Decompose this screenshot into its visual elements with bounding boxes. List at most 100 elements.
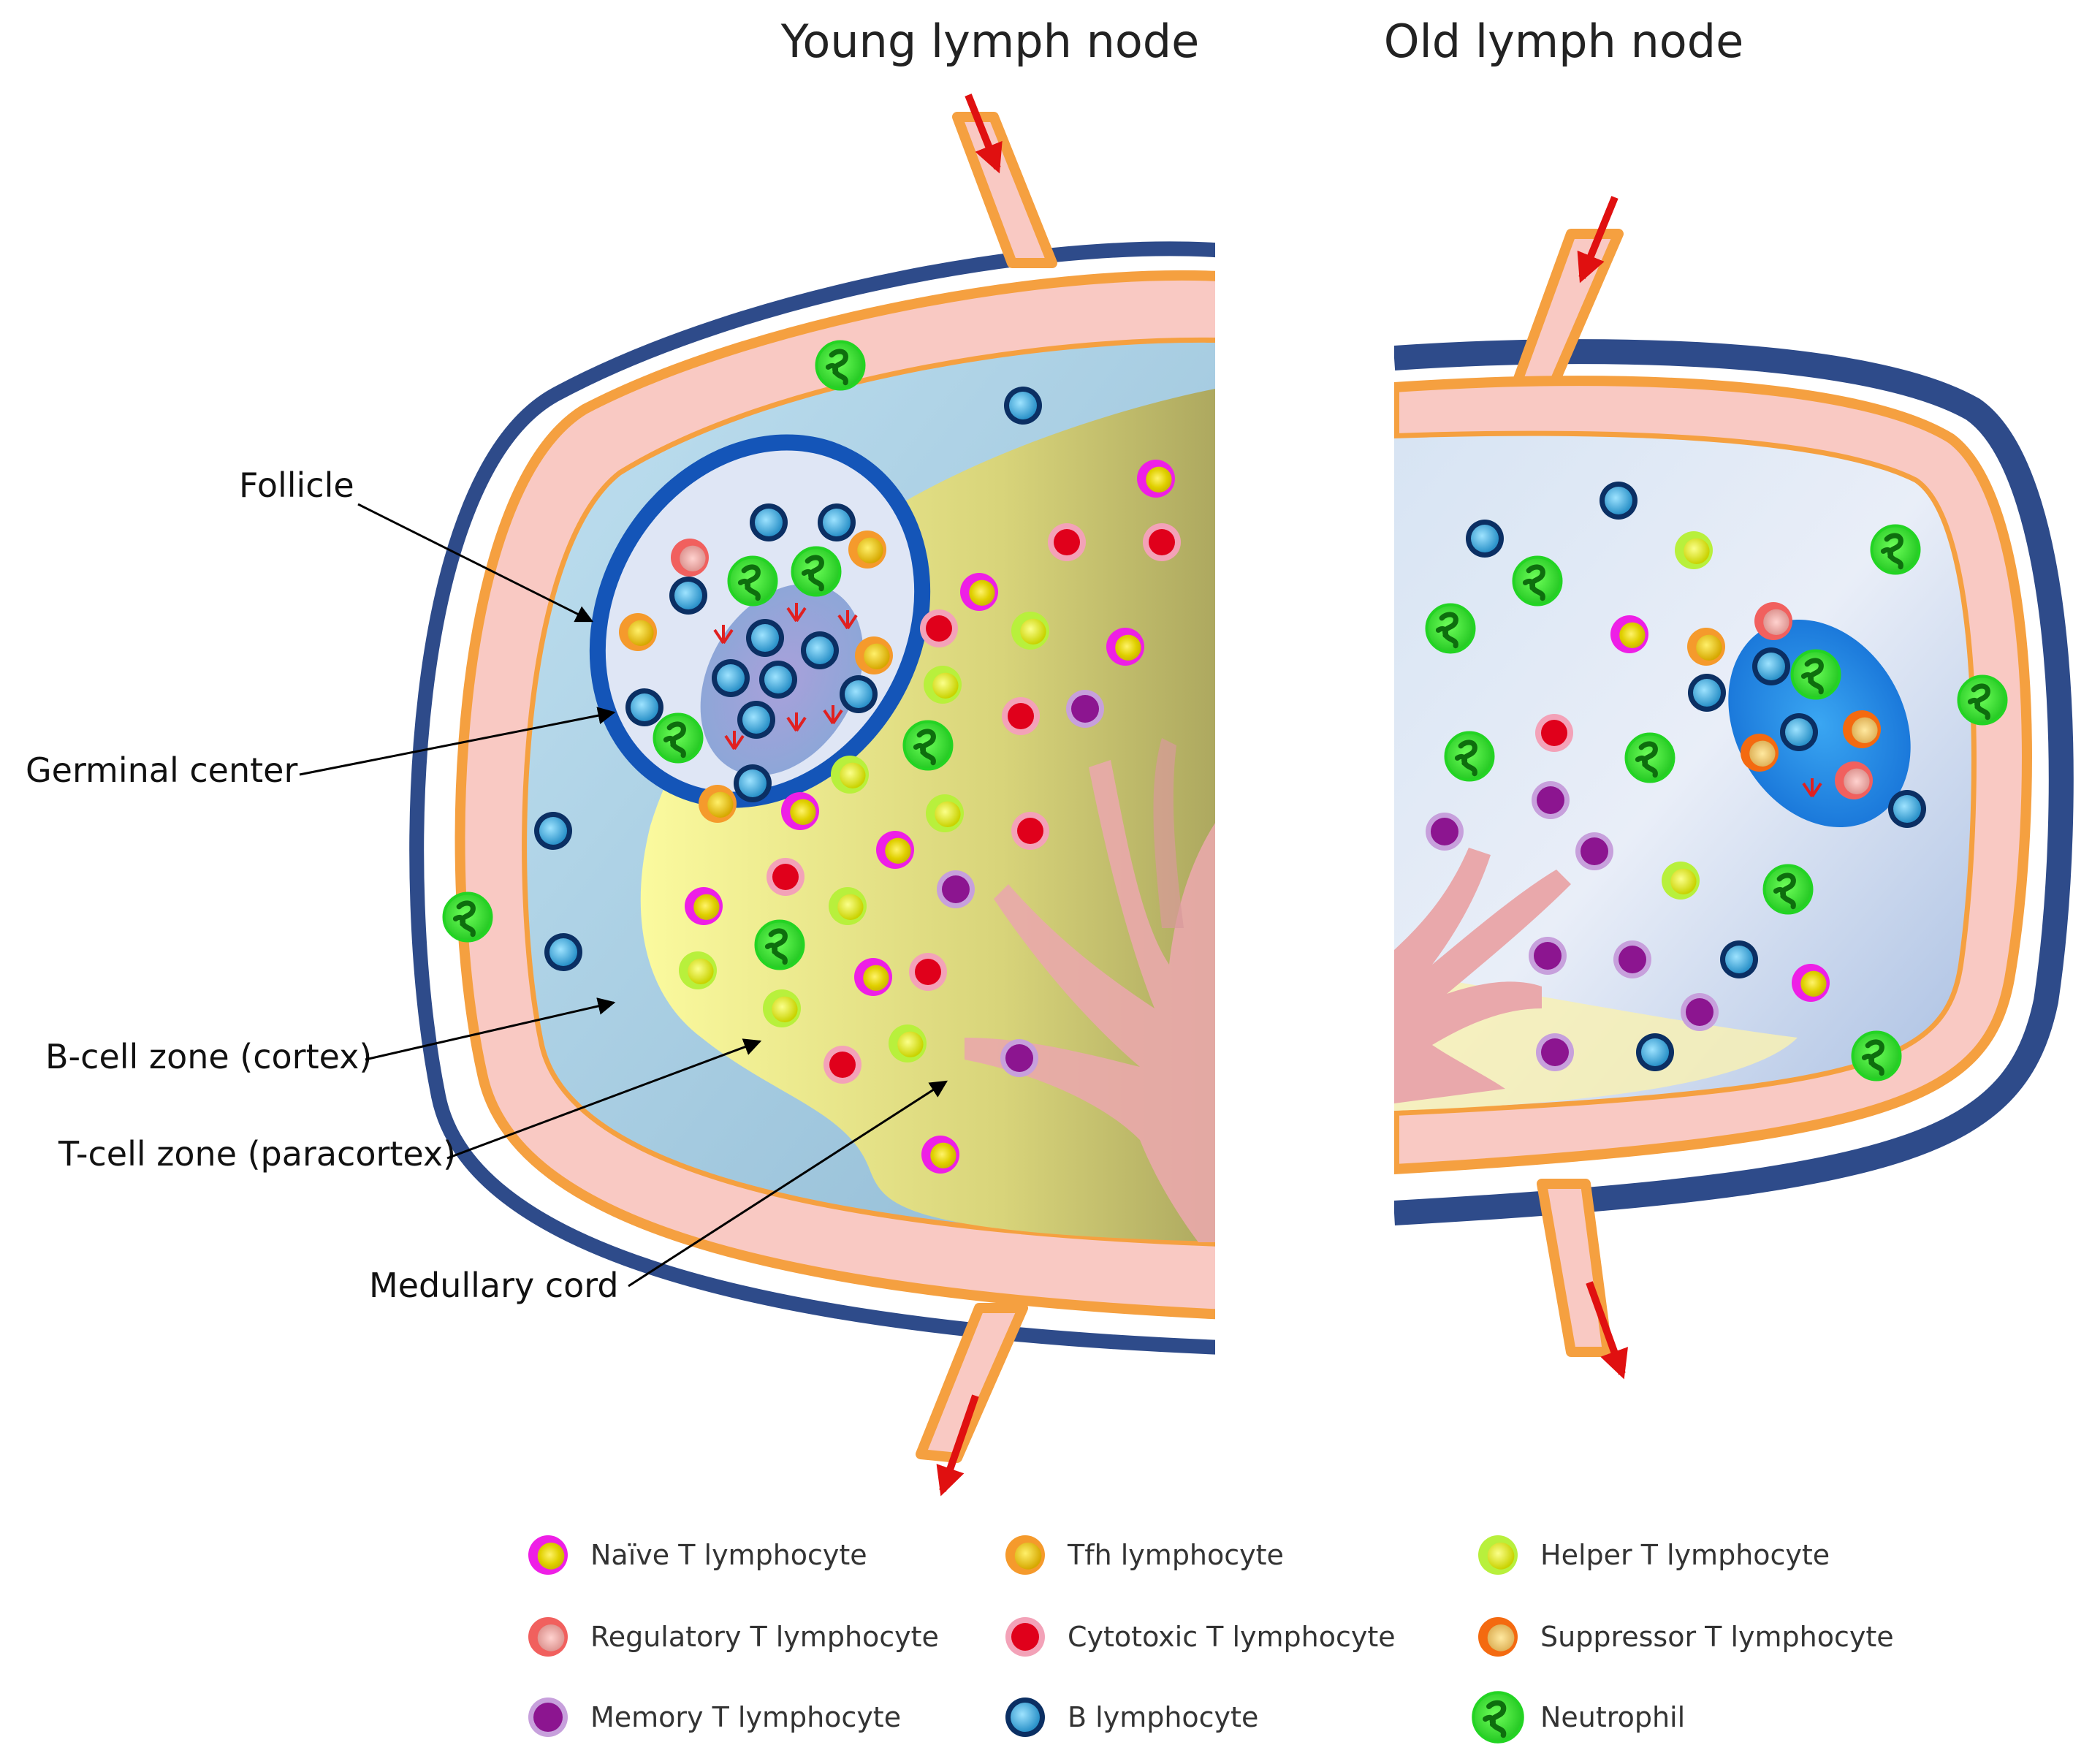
pointer-b-cell-zone bbox=[365, 997, 616, 1061]
neutrophil-cell bbox=[727, 555, 778, 607]
b-cell bbox=[818, 503, 856, 541]
young-afferent-flow-arrow bbox=[965, 94, 1003, 174]
pointer-medullary-cord bbox=[628, 1080, 948, 1288]
b-cell bbox=[1466, 520, 1504, 558]
naive-cell bbox=[1137, 460, 1175, 498]
neutrophil-cell bbox=[1851, 1030, 1902, 1081]
suppressor-cell bbox=[1843, 710, 1881, 748]
memory-cell bbox=[1000, 1039, 1038, 1077]
tfh-cell bbox=[1005, 1535, 1045, 1575]
old-afferent-flow-arrow bbox=[1577, 196, 1619, 284]
memory-cell bbox=[1532, 781, 1570, 819]
memory-cell bbox=[1681, 993, 1719, 1031]
naive-cell bbox=[960, 573, 998, 611]
memory-cell bbox=[1613, 940, 1651, 978]
b-cell bbox=[712, 659, 750, 697]
neutrophil-cell bbox=[1444, 731, 1495, 782]
tfh-cell bbox=[848, 531, 886, 569]
memory-cell bbox=[1536, 1033, 1574, 1071]
label-t-cell-zone: T-cell zone (paracortex) bbox=[58, 1134, 456, 1174]
label-follicle: Follicle bbox=[239, 465, 354, 505]
naive-cell bbox=[528, 1535, 568, 1575]
legend: Naïve T lymphocyte Tfh lymphocyte Helper T… bbox=[528, 1535, 1894, 1744]
cytotoxic-cell bbox=[1143, 523, 1181, 561]
memory-cell bbox=[528, 1698, 568, 1737]
legend-label-suppressor: Suppressor T lymphocyte bbox=[1540, 1621, 1894, 1653]
legend-label-naive: Naïve T lymphocyte bbox=[590, 1539, 867, 1571]
neutrophil-cell bbox=[442, 891, 493, 943]
neutrophil-cell bbox=[1624, 732, 1675, 783]
b-cell bbox=[746, 619, 784, 657]
label-medullary-cord: Medullary cord bbox=[369, 1266, 619, 1305]
cytotoxic-cell bbox=[1535, 714, 1573, 752]
helper-cell bbox=[1478, 1535, 1518, 1575]
old-medullary-cord bbox=[1394, 848, 1571, 1103]
b-cell bbox=[750, 503, 788, 541]
b-cell bbox=[1636, 1033, 1674, 1071]
young-capsule bbox=[409, 241, 1215, 1355]
legend-item-neutrophil: Neutrophil bbox=[1472, 1691, 1685, 1744]
memory-cell bbox=[1529, 937, 1567, 975]
helper-cell bbox=[829, 887, 867, 925]
memory-cell bbox=[1426, 813, 1464, 851]
cytotoxic-cell bbox=[1005, 1617, 1045, 1657]
b-cell bbox=[534, 812, 572, 850]
neutrophil-cell bbox=[1870, 524, 1921, 575]
old-efferent-flow-arrow bbox=[1586, 1281, 1628, 1380]
b-cell bbox=[669, 577, 707, 615]
legend-item-cytotoxic: Cytotoxic T lymphocyte bbox=[1005, 1617, 1396, 1657]
memory-cell bbox=[1575, 832, 1613, 870]
b-cell bbox=[1720, 940, 1758, 978]
neutrophil-cell bbox=[1957, 674, 2008, 726]
b-cell bbox=[1888, 790, 1926, 828]
naive-cell bbox=[685, 887, 723, 925]
b-cell bbox=[1004, 387, 1042, 425]
legend-item-suppressor: Suppressor T lymphocyte bbox=[1478, 1617, 1894, 1657]
helper-cell bbox=[889, 1024, 927, 1062]
pointer-follicle bbox=[357, 503, 594, 623]
legend-item-memory: Memory T lymphocyte bbox=[528, 1698, 901, 1737]
b-cell bbox=[1005, 1698, 1045, 1737]
label-b-cell-zone: B-cell zone (cortex) bbox=[45, 1037, 372, 1076]
helper-cell bbox=[1662, 862, 1700, 900]
old-antibody-group bbox=[1802, 778, 1822, 798]
neutrophil-cell bbox=[902, 720, 954, 771]
b-cell bbox=[1752, 647, 1790, 685]
cytotoxic-cell bbox=[824, 1046, 861, 1084]
legend-item-tfh: Tfh lymphocyte bbox=[1005, 1535, 1284, 1575]
cells-layer bbox=[442, 340, 2008, 1174]
label-germinal-center: Germinal center bbox=[26, 750, 297, 790]
b-cell bbox=[840, 675, 878, 713]
cytotoxic-cell bbox=[909, 953, 947, 991]
neutrophil-cell bbox=[1512, 555, 1563, 607]
legend-item-naive: Naïve T lymphocyte bbox=[528, 1535, 867, 1575]
helper-cell bbox=[1011, 612, 1049, 650]
suppressor-cell bbox=[1741, 734, 1779, 772]
young-medullary-cord bbox=[965, 760, 1215, 1242]
young-afferent-vessel bbox=[952, 112, 1057, 268]
pointer-germinal-center bbox=[299, 707, 616, 776]
legend-item-helper: Helper T lymphocyte bbox=[1478, 1535, 1830, 1575]
legend-item-regulatory: Regulatory T lymphocyte bbox=[528, 1617, 939, 1657]
helper-cell bbox=[831, 756, 869, 794]
b-cell bbox=[1688, 674, 1726, 712]
neutrophil-cell bbox=[815, 340, 866, 391]
legend-item-b: B lymphocyte bbox=[1005, 1698, 1258, 1737]
old-capsule bbox=[1394, 339, 2074, 1225]
b-cell bbox=[734, 764, 772, 802]
naive-cell bbox=[854, 958, 892, 996]
helper-cell bbox=[924, 666, 962, 704]
tfh-cell bbox=[619, 613, 657, 651]
tfh-cell bbox=[855, 636, 893, 674]
tfh-cell bbox=[1687, 628, 1725, 666]
naive-cell bbox=[921, 1136, 959, 1174]
old-afferent-vessel bbox=[1507, 229, 1624, 400]
b-cell bbox=[737, 701, 775, 739]
b-cell bbox=[625, 688, 663, 726]
memory-cell bbox=[937, 870, 975, 908]
neutrophil-cell bbox=[754, 919, 805, 970]
regulatory-cell bbox=[671, 539, 709, 577]
neutrophil-cell bbox=[1762, 864, 1814, 915]
legend-label-b: B lymphocyte bbox=[1068, 1701, 1258, 1733]
